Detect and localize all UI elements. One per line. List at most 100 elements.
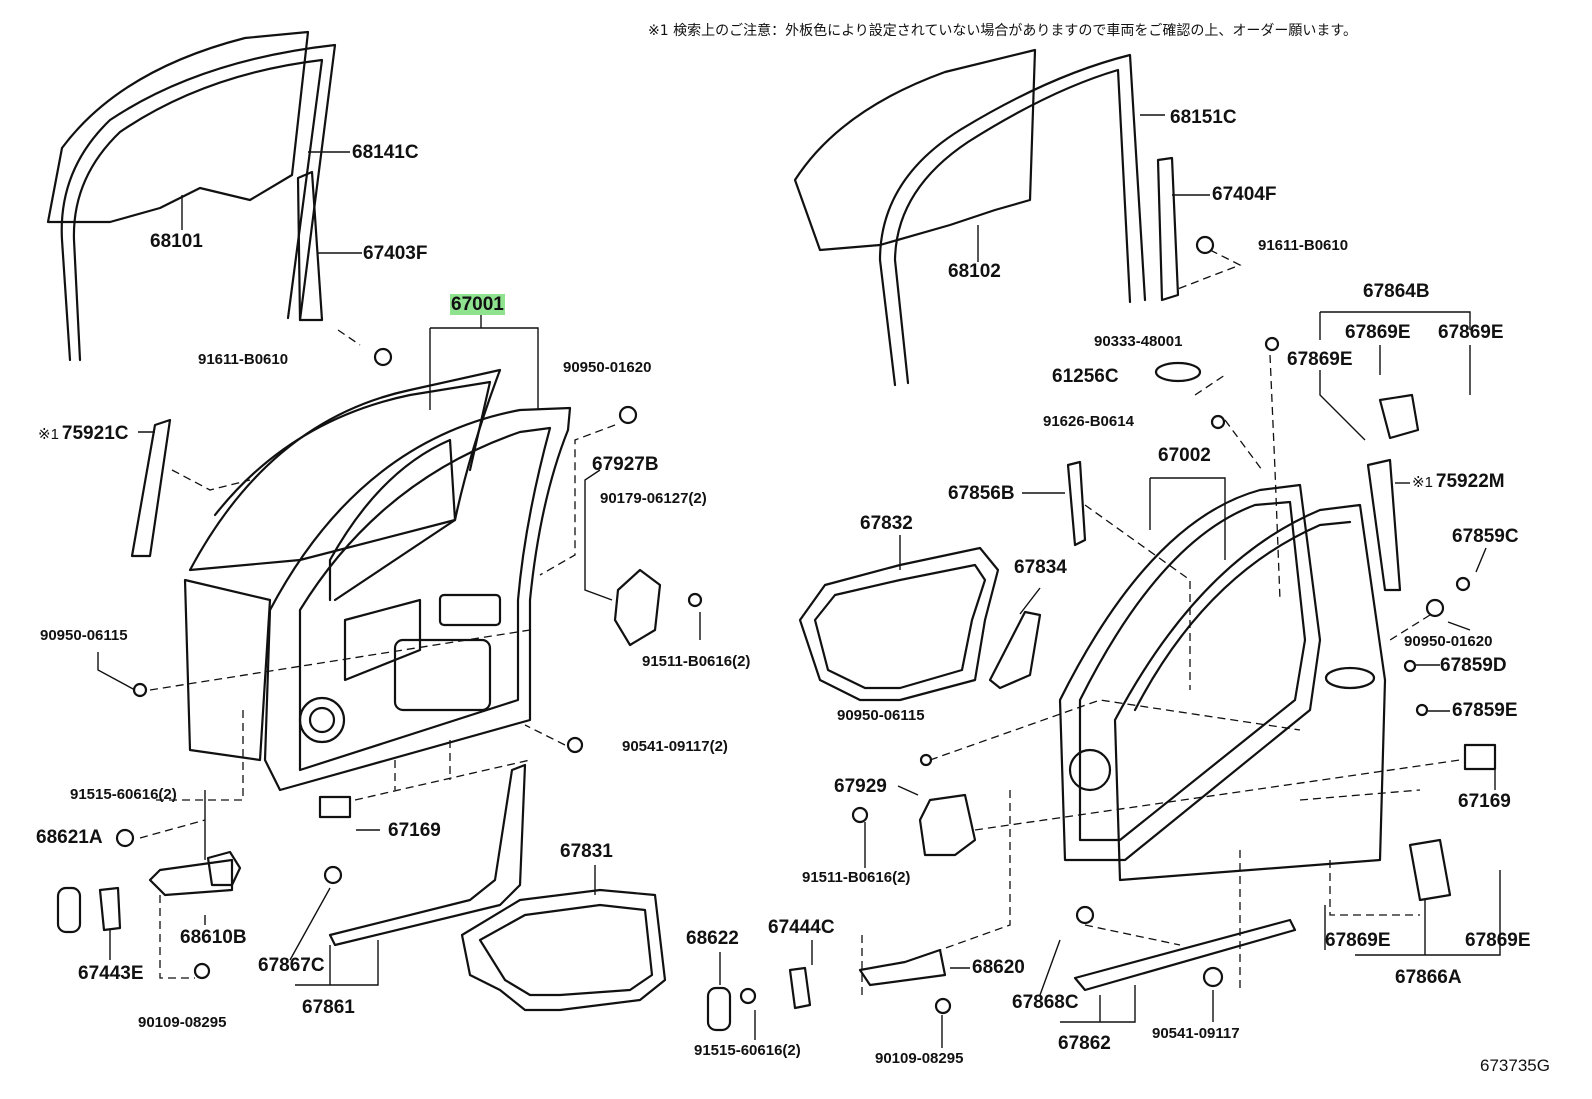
garnish-left [296, 170, 324, 322]
label-91511-B0616-right[interactable]: 91511-B0616(2) [802, 869, 911, 886]
label-91515-60616-right[interactable]: 91515-60616(2) [694, 1042, 801, 1059]
bracket-left [613, 568, 662, 647]
label-68102[interactable]: 68102 [948, 261, 1001, 282]
plug-90950-06115-left [132, 682, 148, 698]
label-90109-08295-right[interactable]: 90109-08295 [875, 1050, 964, 1067]
label-67927B[interactable]: 67927B [592, 454, 659, 475]
nut-90950-01620-left [618, 405, 638, 425]
label-91611-B0610-right[interactable]: 91611-B0610 [1258, 237, 1349, 254]
label-67869E-a[interactable]: 67869E [1345, 322, 1411, 343]
door-glass-right [793, 48, 1037, 252]
bolt-91515-right [739, 987, 757, 1005]
label-68620[interactable]: 68620 [972, 957, 1025, 978]
run-channel-right [878, 53, 1147, 387]
bracket-67929 [918, 793, 977, 857]
diagram-id: 673735G [1480, 1056, 1550, 1075]
bolt-91515-left [115, 828, 135, 848]
search-note: ※1 検索上のご注意：外板色により設定されていない場合がありますので車両をご確認… [648, 23, 1357, 39]
label-91611-B0610-left[interactable]: 91611-B0610 [198, 351, 289, 368]
label-68622[interactable]: 68622 [686, 928, 739, 949]
ref-mark: ※1 [38, 426, 59, 443]
label-67834[interactable]: 67834 [1014, 557, 1067, 578]
label-68151C[interactable]: 68151C [1170, 107, 1237, 128]
label-68101[interactable]: 68101 [150, 231, 203, 252]
door-seal-right [798, 546, 1000, 702]
door-check-right [858, 948, 947, 987]
label-68621A[interactable]: 68621A [36, 827, 103, 848]
label-67866A[interactable]: 67866A [1395, 967, 1462, 988]
label-67867C[interactable]: 67867C [258, 955, 325, 976]
label-67403F[interactable]: 67403F [363, 243, 428, 264]
label-90109-08295-left[interactable]: 90109-08295 [138, 1014, 227, 1031]
label-67869E-b[interactable]: 67869E [1438, 322, 1504, 343]
ref-mark-right: ※1 [1412, 474, 1433, 491]
label-67869E-c[interactable]: 67869E [1287, 349, 1353, 370]
label-67859C[interactable]: 67859C [1452, 526, 1519, 547]
label-68141C[interactable]: 68141C [352, 142, 419, 163]
label-91515-60616-left[interactable]: 91515-60616(2) [70, 786, 177, 803]
bolt-90109-right [934, 997, 952, 1015]
bolt-91511-left [687, 592, 703, 608]
label-75921C-text[interactable]: 75921C [61, 423, 129, 444]
highlighted-part-number[interactable]: 67001 [450, 294, 505, 315]
bolt-91626 [1210, 414, 1226, 430]
plug-90950-06115-right [919, 753, 933, 767]
plug-67859D [1403, 659, 1417, 673]
label-91626-B0614[interactable]: 91626-B0614 [1043, 413, 1134, 430]
clip-90541-right [1202, 966, 1224, 988]
label-67832[interactable]: 67832 [860, 513, 913, 534]
label-90541-09117-left[interactable]: 90541-09117(2) [622, 738, 728, 755]
label-61256C[interactable]: 61256C [1052, 366, 1119, 387]
switch-68621A [56, 886, 82, 934]
label-67868C[interactable]: 67868C [1012, 992, 1079, 1013]
label-90950-01620-right[interactable]: 90950-01620 [1404, 633, 1493, 650]
door-panel-right-outer [1113, 503, 1387, 882]
part-67443E [98, 886, 122, 932]
clip-67868C [1075, 905, 1095, 925]
label-67859D[interactable]: 67859D [1440, 655, 1507, 676]
label-67443E[interactable]: 67443E [78, 963, 144, 984]
label-67169-right[interactable]: 67169 [1458, 791, 1511, 812]
label-90950-06115-right[interactable]: 90950-06115 [837, 707, 925, 724]
run-channel-left [60, 43, 337, 362]
part-67444C [788, 966, 812, 1010]
label-75922M-text[interactable]: 75922M [1435, 471, 1505, 492]
label-90541-09117-right[interactable]: 90541-09117 [1152, 1025, 1240, 1042]
bolt-90109-left [193, 962, 211, 980]
plug-67859C [1455, 576, 1471, 592]
label-67404F[interactable]: 67404F [1212, 184, 1277, 205]
clip-67867C [323, 865, 343, 885]
label-90950-01620-left[interactable]: 90950-01620 [563, 359, 652, 376]
switch-68622 [706, 986, 732, 1032]
hinge-67864B [1378, 393, 1420, 440]
door-frame-left-inner [263, 406, 572, 792]
label-90333-48001[interactable]: 90333-48001 [1094, 333, 1183, 350]
label-67859E[interactable]: 67859E [1452, 700, 1518, 721]
label-67169-left[interactable]: 67169 [388, 820, 441, 841]
label-67929[interactable]: 67929 [834, 776, 887, 797]
weatherstrip-right [1073, 918, 1297, 992]
plug-67169-right [1463, 743, 1497, 771]
label-67861[interactable]: 67861 [302, 997, 355, 1018]
bolt-91611-left [373, 347, 393, 367]
nut-90950-01620-right [1425, 598, 1445, 618]
hinge-67866A [1408, 838, 1452, 902]
pillar-garnish-right [1366, 458, 1402, 592]
label-67444C[interactable]: 67444C [768, 917, 835, 938]
label-91511-B0616-left[interactable]: 91511-B0616(2) [642, 653, 751, 670]
label-67856B[interactable]: 67856B [948, 483, 1015, 504]
label-67001[interactable]: 67001 [450, 294, 505, 315]
label-67869E-d[interactable]: 67869E [1325, 930, 1391, 951]
label-67862[interactable]: 67862 [1058, 1033, 1111, 1054]
label-67864B[interactable]: 67864B [1363, 281, 1430, 302]
label-67831[interactable]: 67831 [560, 841, 613, 862]
label-67002[interactable]: 67002 [1158, 445, 1211, 466]
label-90179-06127[interactable]: 90179-06127(2) [600, 490, 707, 507]
label-68610B[interactable]: 68610B [180, 927, 247, 948]
label-90950-06115-left[interactable]: 90950-06115 [40, 627, 128, 644]
door-seal-left [460, 888, 667, 1012]
label-67869E-e[interactable]: 67869E [1465, 930, 1531, 951]
